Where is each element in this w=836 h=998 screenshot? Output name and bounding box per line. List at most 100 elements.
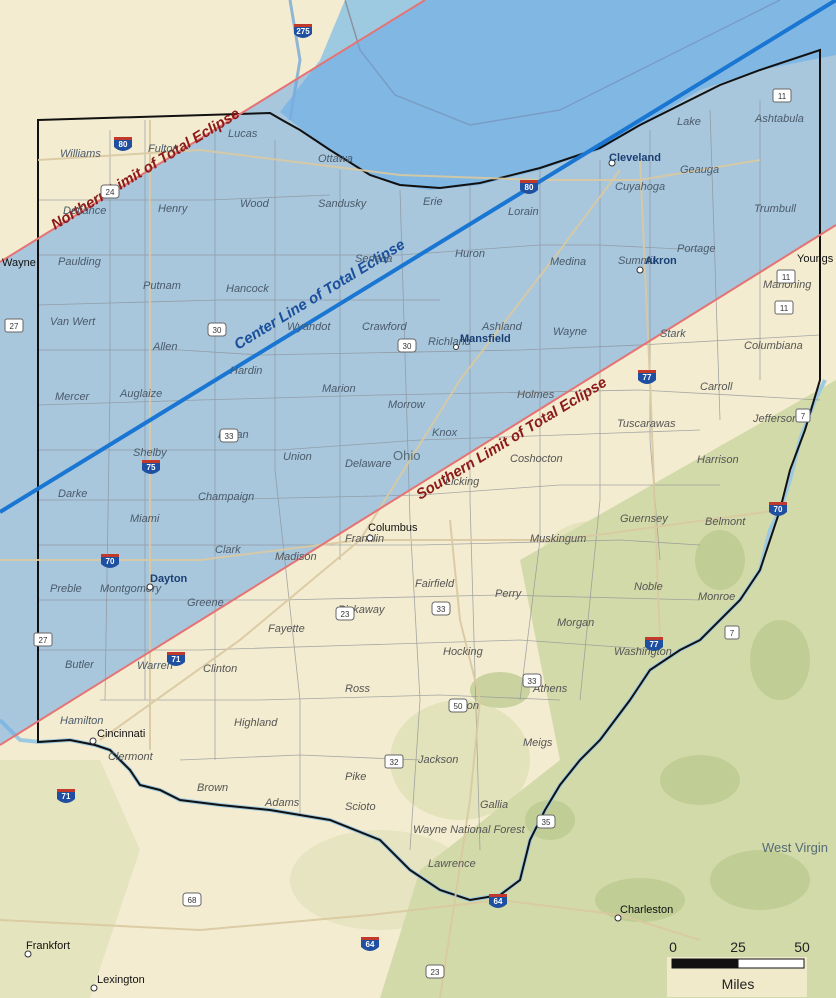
city-marker — [146, 583, 154, 591]
county-label: Fayette — [268, 623, 305, 635]
northern-limit-line — [0, 0, 426, 263]
svg-text:275: 275 — [296, 27, 310, 36]
county-label: Wayne — [553, 326, 587, 338]
southern-limit-line — [0, 224, 836, 746]
scale-tick-25: 25 — [730, 939, 746, 955]
county-label: Warren — [137, 660, 173, 672]
svg-text:71: 71 — [172, 655, 181, 664]
county-label: Hocking — [443, 646, 484, 658]
svg-text:30: 30 — [213, 326, 222, 335]
county-label: Auglaize — [119, 388, 162, 400]
city-marker — [636, 266, 644, 274]
county-label: Medina — [550, 256, 586, 268]
city-label: Wayne — [2, 257, 36, 269]
county-label: Ottawa — [318, 153, 353, 165]
county-labels: Williams Fulton Lucas Ottawa Lake Ashtab… — [50, 113, 812, 870]
county-label: Harrison — [697, 454, 739, 466]
county-label: Erie — [423, 196, 443, 208]
city-marker — [453, 344, 459, 350]
county-label: Coshocton — [510, 453, 563, 465]
state-label-ohio: Ohio — [393, 448, 420, 463]
county-label: Huron — [455, 248, 485, 260]
county-label: Monroe — [698, 591, 735, 603]
interstate-shields: 275 80 80 77 77 70 70 71 71 75 64 64 — [57, 24, 787, 951]
svg-text:11: 11 — [778, 92, 787, 101]
svg-text:7: 7 — [801, 412, 806, 421]
county-label: Richland — [428, 336, 472, 348]
county-label: Hamilton — [60, 715, 103, 727]
route-shields: 24 30 30 33 33 33 23 23 50 68 35 11 11 1… — [4, 88, 811, 979]
county-label: Lucas — [228, 128, 258, 140]
county-label: Carroll — [700, 381, 733, 393]
svg-text:77: 77 — [643, 373, 652, 382]
county-label: Highland — [234, 717, 278, 729]
county-label: Noble — [634, 581, 663, 593]
scale-tick-50: 50 — [794, 939, 810, 955]
county-label: Clermont — [108, 751, 154, 763]
county-label: Fulton — [148, 143, 179, 155]
city-marker — [608, 159, 616, 167]
svg-text:32: 32 — [390, 758, 399, 767]
city-marker — [24, 950, 32, 958]
county-label: Guernsey — [620, 513, 669, 525]
county-label: Perry — [495, 588, 523, 600]
scale-tick-0: 0 — [669, 939, 677, 955]
county-label: Morgan — [557, 617, 594, 629]
svg-text:80: 80 — [525, 183, 534, 192]
county-label: Shelby — [133, 447, 168, 459]
county-label: Williams — [60, 148, 101, 160]
county-label: Lake — [677, 116, 701, 128]
county-label: Gallia — [480, 799, 508, 811]
city-label: Columbus — [368, 522, 418, 534]
county-label: Licking — [445, 476, 480, 488]
michigan-land — [0, 0, 345, 115]
county-label: Scioto — [345, 801, 376, 813]
county-label: Putnam — [143, 280, 181, 292]
county-label: Cuyahoga — [615, 181, 665, 193]
county-label: Marion — [322, 383, 356, 395]
svg-text:33: 33 — [528, 677, 537, 686]
county-label: Butler — [65, 659, 95, 671]
county-label: Belmont — [705, 516, 746, 528]
state-label-west-virginia: West Virgin — [762, 840, 828, 855]
county-label: Madison — [275, 551, 317, 563]
city-label: Dayton — [150, 573, 188, 585]
county-label: Franklin — [345, 533, 384, 545]
city-label: Akron — [645, 255, 677, 267]
county-label: Paulding — [58, 256, 102, 268]
svg-text:71: 71 — [62, 792, 71, 801]
county-label: Lawrence — [428, 858, 476, 870]
county-label: Van Wert — [50, 316, 96, 328]
city-label: Frankfort — [26, 940, 70, 952]
svg-text:24: 24 — [106, 188, 115, 197]
county-label: Sandusky — [318, 198, 368, 210]
svg-text:7: 7 — [730, 629, 735, 638]
county-label: Pike — [345, 771, 366, 783]
county-label: Holmes — [517, 389, 555, 401]
county-label: Defiance — [63, 205, 106, 217]
county-label: Crawford — [362, 321, 408, 333]
county-label: Wyandot — [287, 321, 331, 333]
county-label: Jefferson — [752, 413, 798, 425]
county-label: Clinton — [203, 663, 237, 675]
county-label: Hardin — [230, 365, 262, 377]
city-marker — [90, 984, 98, 992]
county-label: Greene — [187, 597, 224, 609]
county-label: Tuscarawas — [617, 418, 676, 430]
county-label: Ross — [345, 683, 371, 695]
county-label: Geauga — [680, 164, 719, 176]
county-label: Union — [283, 451, 312, 463]
svg-text:23: 23 — [341, 610, 350, 619]
svg-text:64: 64 — [366, 940, 375, 949]
county-label: Clark — [215, 544, 241, 556]
county-label: Columbiana — [744, 340, 803, 352]
county-label: Brown — [197, 782, 228, 794]
county-label: Allen — [152, 341, 177, 353]
county-label: Morrow — [388, 399, 426, 411]
county-label: Ashland — [481, 321, 523, 333]
svg-text:35: 35 — [542, 818, 551, 827]
county-label: Knox — [432, 427, 458, 439]
county-label: Mercer — [55, 391, 91, 403]
city-marker — [366, 534, 374, 542]
